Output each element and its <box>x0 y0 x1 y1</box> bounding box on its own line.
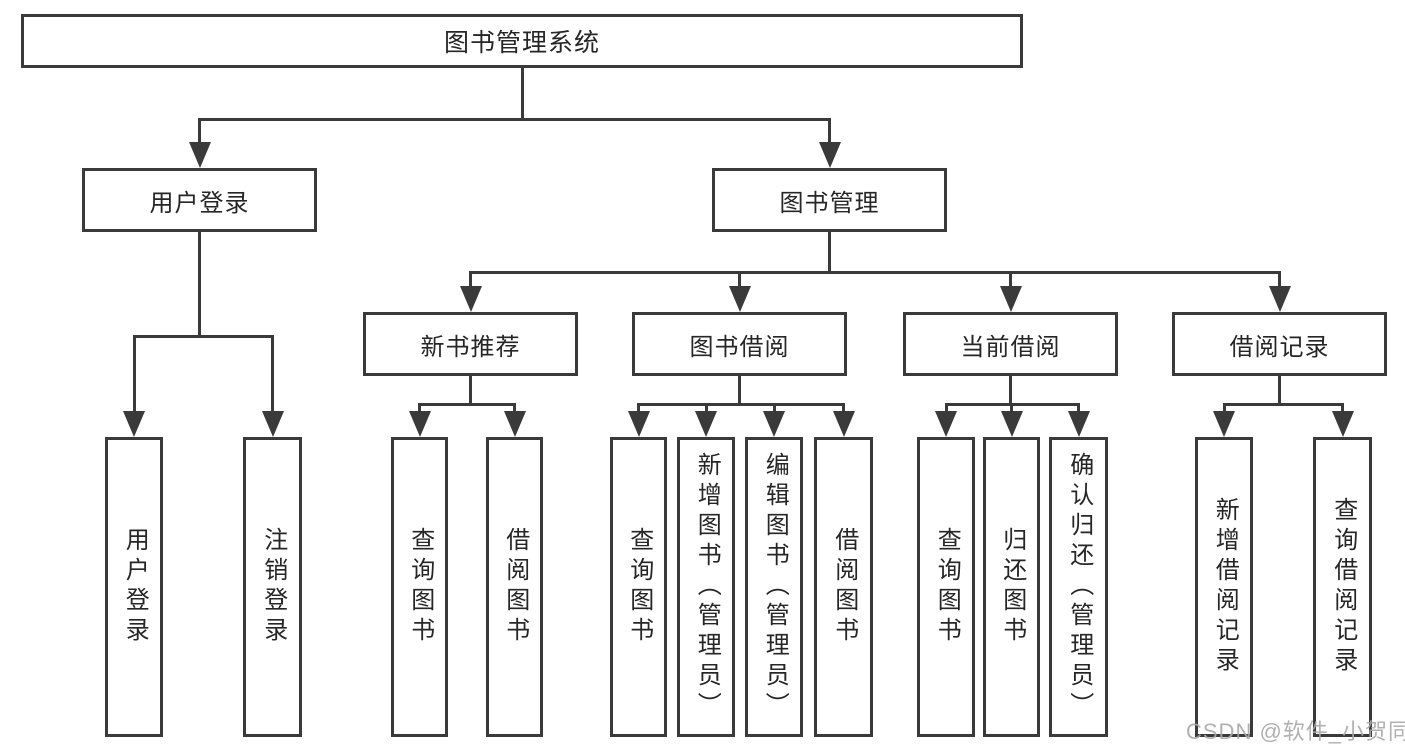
node-borrowing-records: 借阅记录 <box>1172 312 1387 376</box>
connector-line-vertical <box>1278 272 1281 288</box>
node-label: 归还图书 <box>998 527 1026 647</box>
leaf-logout: 注销登录 <box>243 437 302 737</box>
node-label: 借阅图书 <box>501 527 529 647</box>
arrow-down-icon <box>188 142 211 168</box>
connector-line-horizontal <box>132 334 274 338</box>
arrow-down-icon <box>261 411 284 437</box>
connector-line-vertical <box>1077 404 1080 413</box>
arrow-down-icon <box>1331 411 1354 437</box>
node-book-management: 图书管理 <box>712 168 947 232</box>
connector-line-horizontal <box>198 117 831 121</box>
arrow-down-icon <box>695 411 717 437</box>
node-label: 注销登录 <box>259 527 287 647</box>
connector-line-vertical <box>1010 404 1013 413</box>
leaf-edit-books-admin: 编辑图书（管理员） <box>745 437 803 737</box>
leaf-query-books-current: 查询图书 <box>917 437 975 737</box>
csdn-watermark: CSDN @软件_小贺同学 <box>1186 719 1405 744</box>
leaf-return-books: 归还图书 <box>983 437 1040 737</box>
connector-line-vertical <box>198 232 201 336</box>
leaf-add-books-admin: 新增图书（管理员） <box>677 437 735 737</box>
connector-line-vertical <box>271 336 274 413</box>
node-label: 确认归还（管理员） <box>1065 452 1093 722</box>
connector-line-vertical <box>944 404 948 413</box>
arrow-down-icon <box>123 411 145 437</box>
leaf-query-books-recommend: 查询图书 <box>391 437 448 737</box>
node-book-borrowing: 图书借阅 <box>632 312 847 376</box>
connector-line-vertical <box>828 119 831 144</box>
arrow-down-icon <box>627 411 650 437</box>
arrow-down-icon <box>408 411 431 437</box>
node-new-book-recommendation: 新书推荐 <box>363 312 578 376</box>
node-label: 查询图书 <box>406 527 434 647</box>
leaf-query-borrow-record: 查询借阅记录 <box>1313 437 1372 737</box>
arrow-down-icon <box>935 411 957 437</box>
node-library-management-system: 图书管理系统 <box>21 14 1023 68</box>
connector-line-vertical <box>1278 375 1281 404</box>
node-label: 用户登录 <box>149 189 250 217</box>
node-label: 借阅记录 <box>1229 333 1330 361</box>
node-label: 图书管理系统 <box>443 29 600 57</box>
connector-line-vertical <box>738 272 741 288</box>
connector-line-vertical <box>1009 272 1012 288</box>
connector-line-horizontal <box>418 402 516 406</box>
leaf-borrow-books-recommend: 借阅图书 <box>486 437 543 737</box>
leaf-confirm-return-admin: 确认归还（管理员） <box>1049 437 1108 737</box>
node-label: 查询借阅记录 <box>1329 497 1357 677</box>
arrow-down-icon <box>1000 411 1023 437</box>
arrow-down-icon <box>763 411 785 437</box>
arrow-down-icon <box>1213 411 1235 437</box>
arrow-down-icon <box>832 411 855 437</box>
node-label: 图书管理 <box>779 189 880 217</box>
arrow-down-icon <box>999 286 1022 312</box>
connector-line-vertical <box>704 404 708 413</box>
connector-line-vertical <box>772 404 776 413</box>
connector-line-vertical <box>520 68 524 119</box>
leaf-borrow-books: 借阅图书 <box>814 437 873 737</box>
node-current-borrowing: 当前借阅 <box>903 312 1118 376</box>
node-label: 查询图书 <box>933 527 961 647</box>
node-user-login: 用户登录 <box>82 168 317 232</box>
connector-line-horizontal <box>1222 402 1344 406</box>
connector-line-vertical <box>418 404 421 413</box>
leaf-query-books-borrow: 查询图书 <box>610 437 667 737</box>
connector-line-horizontal <box>469 270 1281 274</box>
arrow-down-icon <box>459 286 482 312</box>
connector-line-vertical <box>513 404 516 413</box>
node-label: 当前借阅 <box>960 333 1061 361</box>
arrow-down-icon <box>1268 286 1291 312</box>
connector-line-vertical <box>198 119 201 144</box>
connector-line-vertical <box>842 404 845 413</box>
connector-line-vertical <box>469 272 472 288</box>
node-label: 新增图书（管理员） <box>693 452 721 722</box>
connector-line-vertical <box>738 375 741 404</box>
node-label: 用户登录 <box>121 527 149 647</box>
connector-line-vertical <box>1222 404 1226 413</box>
arrow-down-icon <box>503 411 526 437</box>
connector-line-vertical <box>637 404 640 413</box>
connector-line-vertical <box>132 336 136 413</box>
leaf-add-borrow-record: 新增借阅记录 <box>1195 437 1253 737</box>
connector-line-vertical <box>1341 404 1344 413</box>
arrow-down-icon <box>728 286 751 312</box>
leaf-user-login: 用户登录 <box>105 437 163 737</box>
connector-line-vertical <box>469 375 472 404</box>
node-label: 新增借阅记录 <box>1211 497 1239 677</box>
connector-line-horizontal <box>637 402 845 406</box>
node-label: 编辑图书（管理员） <box>761 452 789 722</box>
connector-line-vertical <box>1009 375 1012 404</box>
node-label: 借阅图书 <box>830 527 858 647</box>
node-label: 新书推荐 <box>420 333 521 361</box>
node-label: 图书借阅 <box>689 333 790 361</box>
arrow-down-icon <box>818 142 841 168</box>
arrow-down-icon <box>1067 411 1090 437</box>
connector-line-vertical <box>828 232 831 272</box>
node-label: 查询图书 <box>625 527 653 647</box>
